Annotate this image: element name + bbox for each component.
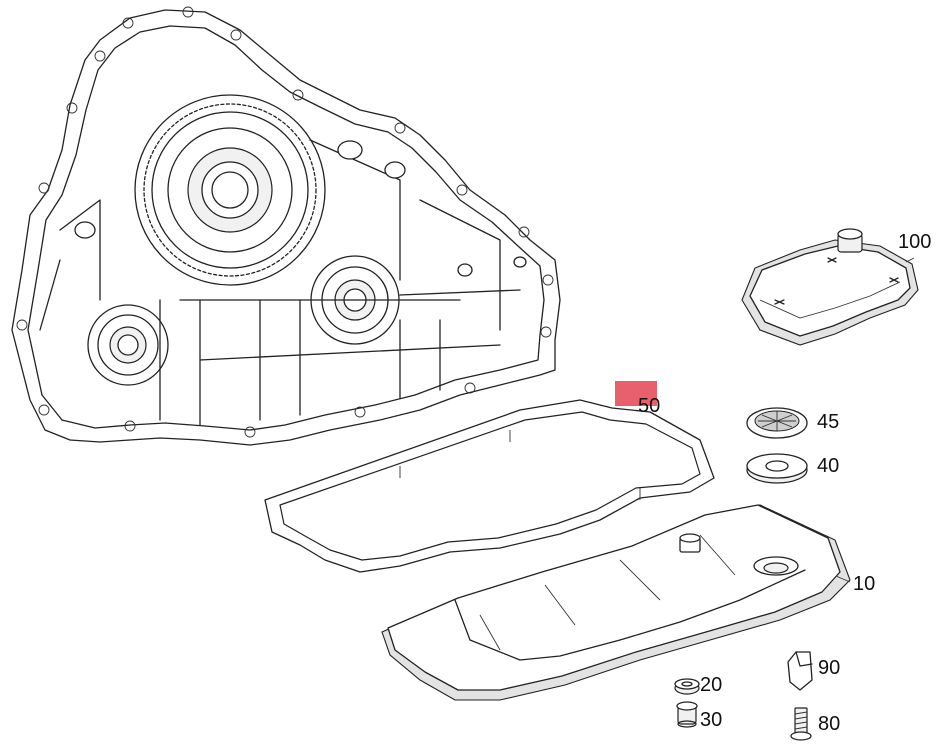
highlight-marker	[615, 381, 657, 406]
oil-filter-icon	[741, 228, 919, 346]
callout-30: 30	[700, 709, 723, 731]
callout-80: 80	[818, 713, 841, 735]
drain-plug-icon	[674, 678, 700, 695]
callout-90: 90	[818, 657, 841, 679]
transmission-housing-icon	[11, 6, 561, 446]
oil-pan-icon	[381, 504, 851, 701]
callout-40: 40	[817, 455, 840, 477]
bolt-icon	[790, 707, 812, 741]
callout-20: 20	[700, 674, 723, 696]
callout-10: 10	[853, 573, 876, 595]
callout-45: 45	[817, 411, 840, 433]
seal-ring-icon	[746, 453, 808, 484]
strainer-disc-icon	[746, 407, 808, 439]
callout-50: 50	[638, 395, 661, 417]
clip-icon	[787, 651, 813, 691]
oil-pan-gasket-icon	[264, 399, 715, 573]
washer-icon	[676, 701, 698, 728]
callout-100: 100	[898, 231, 932, 253]
